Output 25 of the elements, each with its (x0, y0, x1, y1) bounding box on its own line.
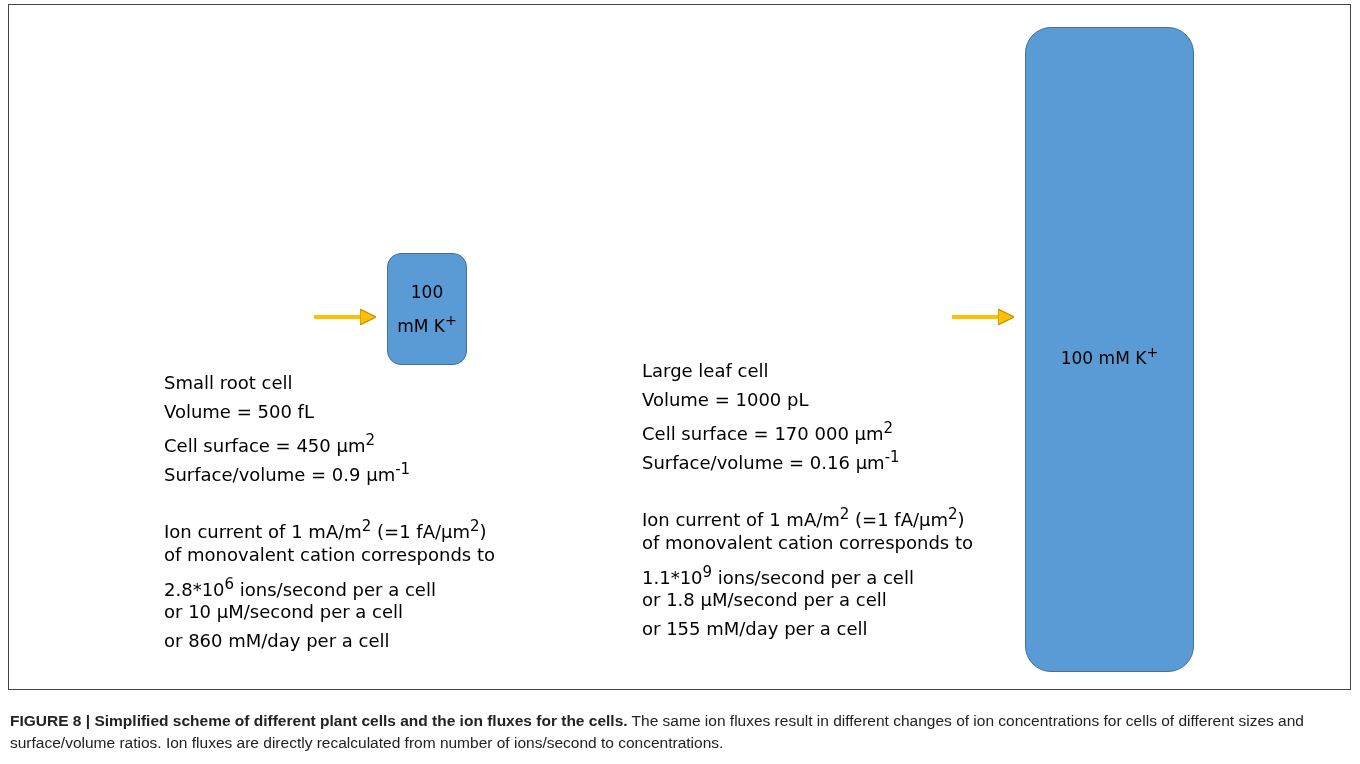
cell-property-text: Volume = 1000 pL (642, 388, 809, 411)
cell-property-text: Volume = 500 fL (164, 400, 314, 423)
cell-property-text: 1.1*10$^{9}$ ions/second per a cell (642, 561, 914, 589)
cell-property-text: Ion current of 1 mA/m$^{2}$ (=1 fA/μm$^{2}$) (642, 504, 965, 532)
cell-property-text: Cell surface = 450 μm$^{2}$ (164, 430, 376, 458)
cell-property-text: Cell surface = 170 000 μm$^{2}$ (642, 418, 894, 446)
cell-property-text: of monovalent cation corresponds to (642, 532, 973, 554)
cell-property-text: or 860 mM/day per a cell (164, 629, 390, 652)
cell-property-text: Surface/volume = 0.9 μm$^{-1}$ (164, 458, 411, 486)
cell-property-text: 2.8*10$^{6}$ ions/second per a cell (164, 573, 436, 601)
cell-property-text: of monovalent cation corresponds to (164, 544, 495, 566)
cell-property-text: or 10 μM/second per a cell (164, 601, 404, 624)
arrow (952, 308, 1015, 326)
cell-box (387, 253, 467, 365)
cell-property-text: Ion current of 1 mA/m$^{2}$ (=1 fA/μm$^{2}$) (164, 516, 487, 544)
figure-caption: FIGURE 8 | Simplified scheme of different plant cells and the ion fluxes for the cells. The same ion fluxes result in different changes of ion concentrations for cells of different sizes and surface/volume ratios. Ion fluxes are directly recalculated from number of ions/second to concentrations. (10, 711, 1305, 753)
concentration-label: 100 mM K$^{+}$ (1059, 343, 1160, 370)
cell-property-text: Surface/volume = 0.16 μm$^{-1}$ (642, 446, 900, 474)
cell-property-text: Small root cell (164, 372, 293, 394)
cell-box (1025, 27, 1194, 672)
concentration-label: 100 mM K$^{+}$ (397, 281, 457, 338)
cell-property-text: or 155 mM/day per a cell (642, 617, 868, 640)
arrow (314, 308, 377, 326)
cell-property-text: or 1.8 μM/second per a cell (642, 589, 887, 612)
cell-property-text: Large leaf cell (642, 360, 769, 382)
